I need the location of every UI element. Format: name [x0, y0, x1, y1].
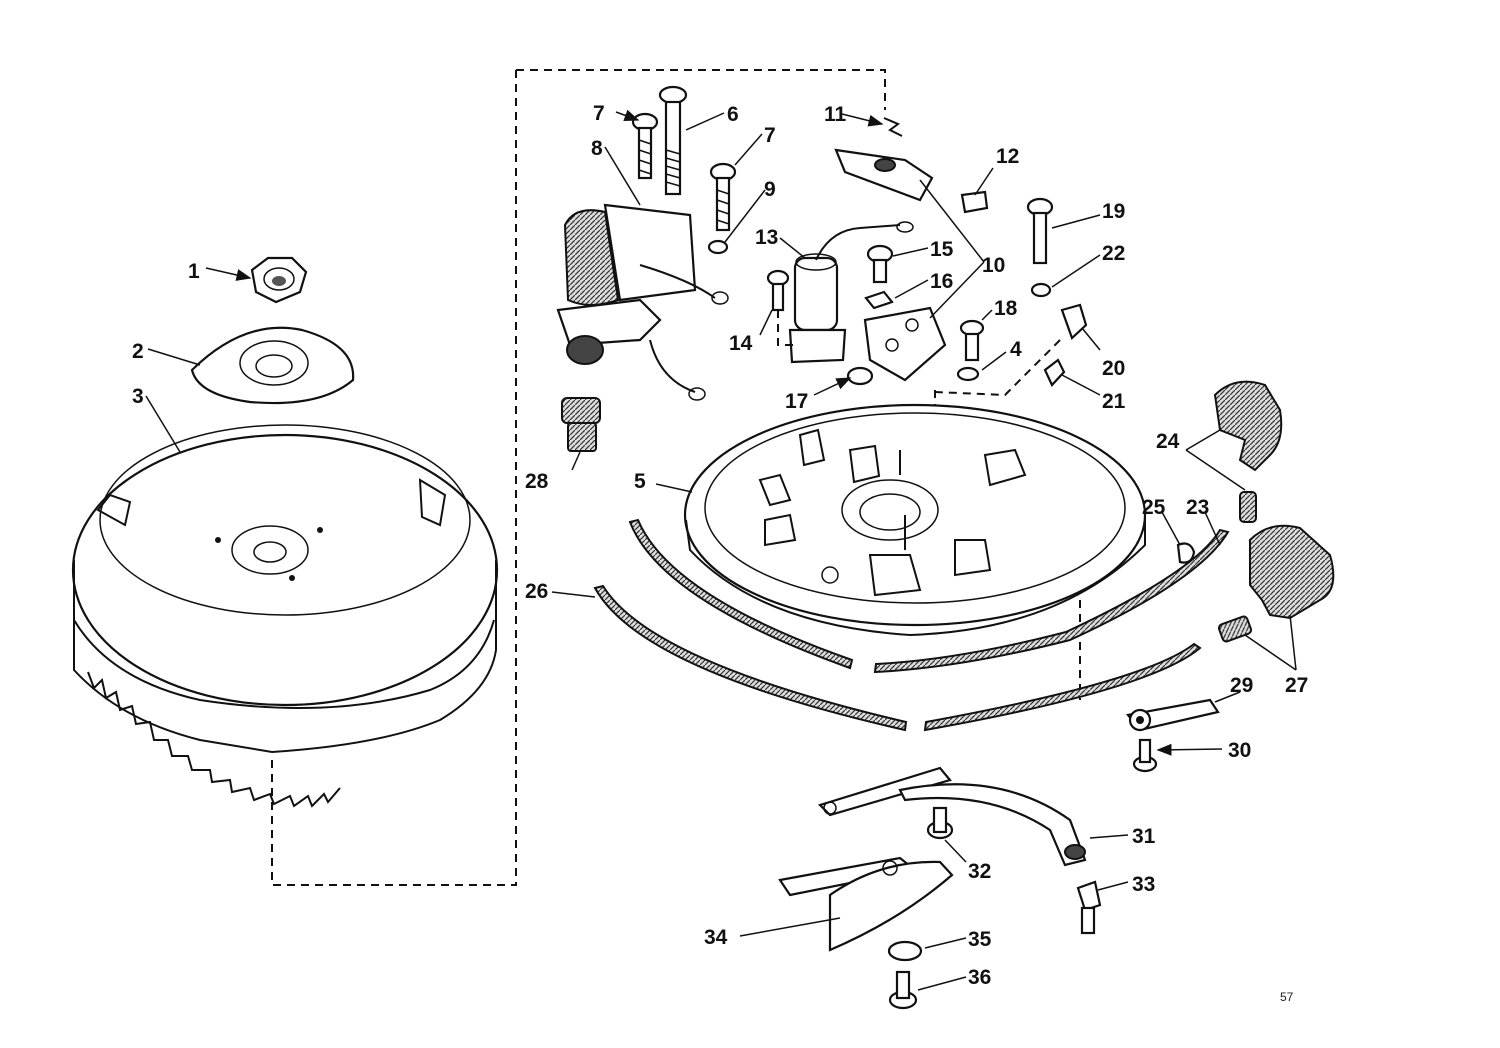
callout-18: 18: [994, 297, 1018, 320]
callout-4: 4: [1010, 338, 1022, 361]
part-washer-35: [887, 940, 923, 962]
part-spark-plug-cap-27: [1217, 524, 1335, 643]
callout-7b: 7: [764, 124, 776, 147]
part-small-screws: [766, 197, 1088, 387]
part-wire-23: [873, 528, 1230, 674]
part-lever-31: [817, 766, 1087, 867]
callout-6: 6: [727, 103, 739, 126]
part-nut: [250, 256, 308, 304]
part-flywheel: [71, 424, 499, 808]
part-condenser: [788, 221, 914, 364]
callout-13: 13: [755, 226, 778, 249]
callout-24: 24: [1156, 430, 1180, 453]
callout-14: 14: [729, 332, 753, 355]
part-screw-7a: [631, 112, 659, 180]
callout-35: 35: [968, 928, 992, 951]
part-grommet-25: [1176, 542, 1196, 564]
callout-5: 5: [634, 470, 646, 493]
points-guide: [934, 339, 1061, 397]
callout-17: 17: [785, 390, 808, 413]
callout-11: 11: [824, 103, 847, 126]
callout-30: 30: [1228, 739, 1251, 762]
part-long-screw: [658, 85, 688, 196]
part-wire-26c: [923, 642, 1202, 732]
callout-15: 15: [930, 238, 954, 261]
callout-1: 1: [188, 260, 200, 283]
condenser-guide: [777, 310, 795, 346]
callout-9: 9: [764, 178, 776, 201]
part-stator-plate: [683, 403, 1147, 637]
callout-34: 34: [704, 926, 728, 949]
callout-32: 32: [968, 860, 991, 883]
callout-22: 22: [1102, 242, 1125, 265]
callout-29: 29: [1230, 674, 1253, 697]
part-screw-30: [1132, 738, 1158, 773]
leader-lines: [145, 109, 1297, 991]
callout-23: 23: [1186, 496, 1209, 519]
callout-7a: 7: [593, 102, 605, 125]
callout-20: 20: [1102, 357, 1125, 380]
callout-26: 26: [525, 580, 548, 603]
callout-10: 10: [982, 254, 1005, 277]
callout-25: 25: [1142, 496, 1166, 519]
part-spark-plug-cap-24: [1213, 380, 1283, 523]
part-ignition-coil: [556, 203, 729, 401]
callout-21: 21: [1102, 390, 1126, 413]
callout-8: 8: [591, 137, 603, 160]
part-screw-32: [926, 806, 954, 840]
part-washer-plate: [190, 326, 355, 405]
page-number: 57: [1280, 990, 1294, 1004]
callout-3: 3: [132, 385, 144, 408]
assembly-dashed-outline: [271, 69, 886, 886]
callout-labels: 1 2 3 4 5 6 7 7 8 9 10 11 12 13 14 15 16…: [132, 102, 1308, 1004]
part-wire-26b: [593, 584, 908, 732]
part-washer-9: [707, 239, 729, 255]
part-clip-11: [883, 117, 903, 137]
part-cam-34: [778, 856, 954, 952]
part-screw-7b: [709, 162, 737, 232]
part-coil-boot: [561, 397, 601, 452]
callout-2: 2: [132, 340, 144, 363]
callout-36: 36: [968, 966, 991, 989]
callout-33: 33: [1132, 873, 1155, 896]
callout-19: 19: [1102, 200, 1125, 223]
part-felt-12: [960, 190, 989, 214]
part-wire-26a: [628, 518, 854, 670]
part-breaker-points: [834, 148, 947, 382]
plate-dashed-guide: [934, 390, 1081, 700]
callout-12: 12: [996, 145, 1019, 168]
callout-16: 16: [930, 270, 953, 293]
callout-28: 28: [525, 470, 549, 493]
callout-27: 27: [1285, 674, 1308, 697]
part-screw-36: [888, 970, 918, 1010]
callout-31: 31: [1132, 825, 1156, 848]
part-link-29: [1125, 698, 1220, 732]
part-pin-33: [1076, 880, 1102, 935]
